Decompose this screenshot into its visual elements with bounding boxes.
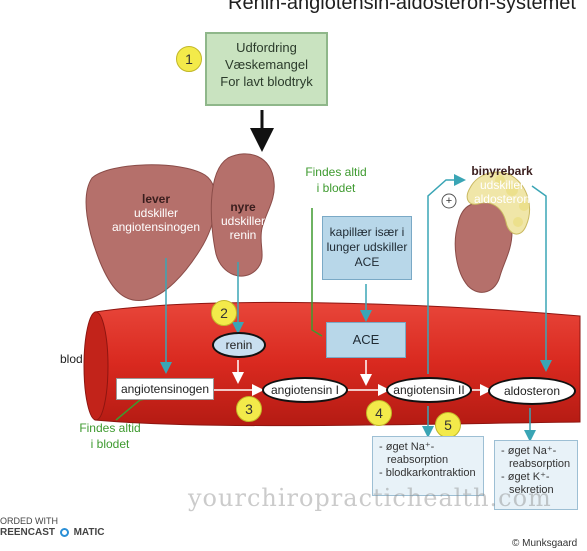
always-in-blood-top-line-2: i blodet xyxy=(316,181,356,195)
capillary-line-3: ACE xyxy=(354,255,380,269)
step-1-badge: 1 xyxy=(176,46,202,72)
step-4-badge: 4 xyxy=(366,400,392,426)
effect-box-aldosterone: - øget Na⁺- reabsorption - øget K⁺- sekr… xyxy=(494,440,578,510)
challenge-heading: Udfordring xyxy=(236,40,297,55)
blood-label: blod xyxy=(60,352,83,366)
capillary-box: kapillær især i lunger udskiller ACE xyxy=(322,216,412,280)
capillary-line-2: lunger udskiller xyxy=(326,240,408,254)
angiotensin-2-label: angiotensin II xyxy=(386,377,472,403)
effect-right-line-3: - øget K⁺- xyxy=(501,471,550,483)
blood-vessel xyxy=(84,301,581,427)
kidney-line-1: udskiller xyxy=(220,214,265,228)
adrenal-to-aldosterone-arrow xyxy=(531,185,552,372)
kidney-label: nyre udskiller renin xyxy=(212,200,274,242)
step-5-badge: 5 xyxy=(435,412,461,438)
challenge-box: Udfordring Væskemangel For lavt blodtryk xyxy=(205,32,328,106)
always-in-blood-top-label: Findes altid i blodet xyxy=(292,164,380,196)
adrenal-label: binyrebark udskiller aldosteron xyxy=(462,164,542,206)
screencast-line-1: ORDED WITH xyxy=(0,516,58,526)
ace-box: ACE xyxy=(326,322,406,358)
challenge-line-2: For lavt blodtryk xyxy=(220,74,313,89)
adrenal-line-1: udskiller xyxy=(479,178,524,192)
screencast-brand: ORDED WITH REENCAST MATIC xyxy=(0,516,105,538)
angiotensin-1-label: angiotensin I xyxy=(262,377,348,403)
effect-left-line-3: - blodkarkontraktion xyxy=(379,467,476,479)
step-3-badge: 3 xyxy=(236,396,262,422)
screencast-logo-icon xyxy=(59,527,69,537)
always-in-blood-connector xyxy=(311,208,323,337)
diagram-title: Renin-angiotensin-aldosteron-systemet xyxy=(228,0,576,14)
blood-vessel-opening xyxy=(83,311,109,421)
liver-line-1: udskiller xyxy=(133,206,178,220)
renin-label: renin xyxy=(212,332,266,358)
kidney-name: nyre xyxy=(230,200,256,214)
liver-line-2: angiotensinogen xyxy=(111,220,201,234)
always-in-blood-bottom-line-2: i blodet xyxy=(90,437,130,451)
liver-name: lever xyxy=(141,192,171,206)
angiotensinogen-label: angiotensinogen xyxy=(116,378,214,400)
liver-label: lever udskiller angiotensinogen xyxy=(96,192,216,234)
always-in-blood-bottom-label: Findes altid i blodet xyxy=(66,420,154,452)
adrenal-line-2: aldosteron xyxy=(473,192,531,206)
stimulation-plus-sign: + xyxy=(445,195,453,207)
effect-box-angiotensin-2: - øget Na⁺- reabsorption - blodkarkontra… xyxy=(372,436,484,496)
challenge-line-1: Væskemangel xyxy=(224,57,309,72)
kidney-line-2: renin xyxy=(229,228,257,242)
effect-left-line-2: reabsorption xyxy=(387,454,449,466)
aldosterone-label: aldosteron xyxy=(488,377,576,405)
screencast-line-2: REENCAST xyxy=(0,527,56,538)
copyright-text: © Munksgaard xyxy=(512,538,578,549)
ang2-to-adrenal-arrow xyxy=(427,174,466,374)
step-2-badge: 2 xyxy=(211,300,237,326)
kidney-organ xyxy=(210,153,275,277)
effect-right-line-1: - øget Na⁺- xyxy=(501,445,557,457)
liver-organ xyxy=(85,164,217,302)
effect-right-line-4: sekretion xyxy=(509,484,554,496)
adrenal-name: binyrebark xyxy=(471,164,533,178)
screencast-line-3: MATIC xyxy=(73,527,105,538)
always-in-blood-top-line-1: Findes altid xyxy=(305,165,367,179)
watermark-text: yourchiropractichealth.com xyxy=(188,484,552,512)
always-in-blood-bottom-line-1: Findes altid xyxy=(79,421,141,435)
capillary-line-1: kapillær især i xyxy=(329,225,405,239)
effect-right-line-2: reabsorption xyxy=(509,458,571,470)
effect-left-line-1: - øget Na⁺- xyxy=(379,441,435,453)
